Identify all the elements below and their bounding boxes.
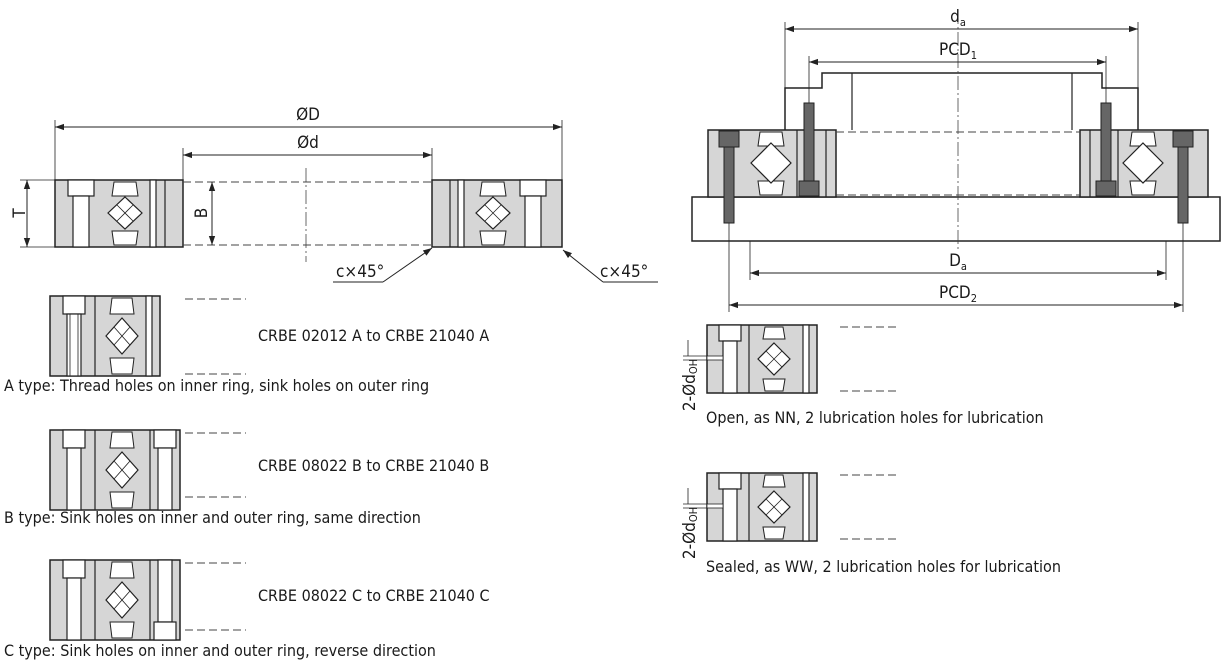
left-ring-section bbox=[54, 179, 184, 248]
type-a-range: CRBE 02012 A to CRBE 21040 A bbox=[258, 326, 489, 345]
type-c-section: CRBE 08022 C to CRBE 21040 C C type: Sin… bbox=[4, 559, 490, 660]
type-b-caption: B type: Sink holes on inner and outer ri… bbox=[4, 508, 421, 527]
chamfer-label-left: c×45° bbox=[336, 262, 384, 282]
chamfer-label-right: c×45° bbox=[600, 262, 648, 282]
open-caption: Open, as NN, 2 lubrication holes for lub… bbox=[706, 408, 1044, 427]
pcd2-label: PCD2 bbox=[939, 283, 977, 305]
height-T-label: T bbox=[10, 208, 30, 219]
outer-diameter-label: ØD bbox=[296, 105, 320, 125]
width-B-label: B bbox=[192, 208, 212, 219]
type-b-section: CRBE 08022 B to CRBE 21040 B B type: Sin… bbox=[4, 429, 489, 527]
type-a-caption: A type: Thread holes on inner ring, sink… bbox=[4, 376, 429, 395]
mounting-drawing: da PCD1 Da PCD2 bbox=[691, 7, 1221, 312]
lube-hole-label-open: 2-ØdOH bbox=[680, 359, 700, 411]
type-b-range: CRBE 08022 B to CRBE 21040 B bbox=[258, 456, 489, 475]
type-c-caption: C type: Sink holes on inner and outer ri… bbox=[4, 641, 436, 660]
type-a-section: CRBE 02012 A to CRBE 21040 A A type: Thr… bbox=[4, 295, 489, 395]
sealed-caption: Sealed, as WW, 2 lubrication holes for l… bbox=[706, 557, 1061, 576]
lubrication-open-section: 2-ØdOH Open, as NN, 2 lubrication holes … bbox=[680, 324, 1044, 427]
main-bearing-drawing: ØD Ød T B c×45° c×45° bbox=[10, 105, 658, 283]
right-ring-section bbox=[431, 179, 563, 248]
type-c-range: CRBE 08022 C to CRBE 21040 C bbox=[258, 586, 490, 605]
lubrication-sealed-section: 2-ØdOH Sealed, as WW, 2 lubrication hole… bbox=[680, 472, 1061, 576]
inner-diameter-label: Ød bbox=[297, 133, 319, 153]
Da-label: Da bbox=[949, 251, 967, 273]
da-label: da bbox=[950, 7, 966, 29]
pcd1-label: PCD1 bbox=[939, 40, 977, 62]
lube-hole-label-sealed: 2-ØdOH bbox=[680, 507, 700, 559]
